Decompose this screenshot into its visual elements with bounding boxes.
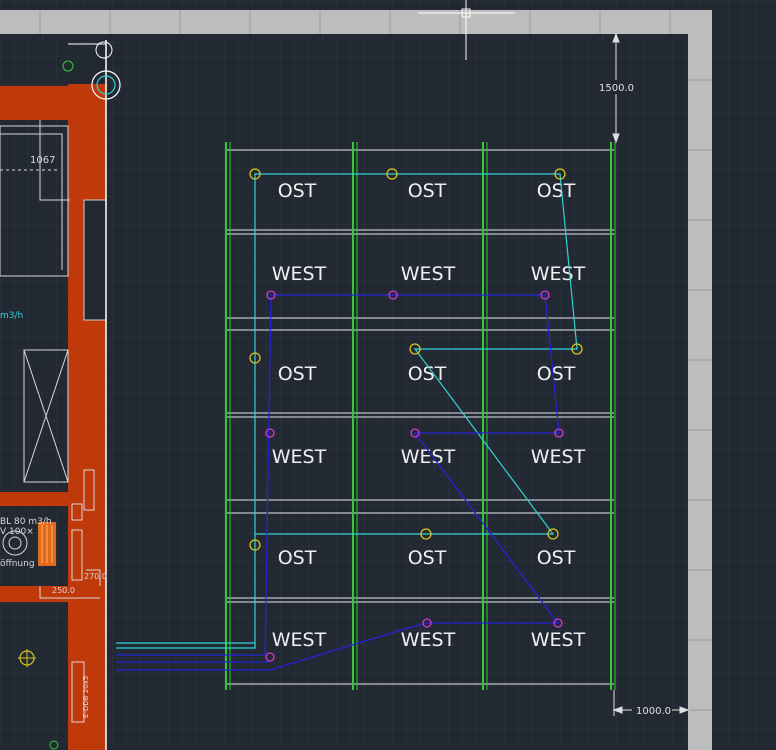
left-annotations: 1067 m3/h BL 80 m3/h V 100× öffnung 250.… (0, 155, 107, 718)
panel-label: OST (408, 180, 447, 202)
panel-label: OST (408, 547, 447, 569)
connection-marker-icon (540, 290, 550, 300)
connection-marker-icon (409, 343, 421, 355)
connection-marker-icon (554, 428, 564, 438)
panel-label: WEST (531, 446, 586, 468)
panel-label: OST (408, 363, 447, 385)
magenta-connection-markers (265, 290, 564, 662)
blue-pipe-loop[interactable] (116, 294, 560, 671)
left-fittings (2, 41, 121, 750)
panel-grid (226, 149, 614, 685)
panel-label: WEST (401, 446, 456, 468)
connection-marker-icon (410, 428, 420, 438)
panel-label: OST (278, 547, 317, 569)
connection-marker-icon (265, 652, 275, 662)
outer-wall (0, 10, 712, 750)
right-clearance-dimension: 1000.0 (636, 706, 671, 717)
connection-marker-icon (249, 539, 261, 551)
panel-labels: OST OST OST WEST WEST WEST OST OST OST W… (272, 180, 586, 651)
connection-marker-icon (386, 168, 398, 180)
panel-label: WEST (531, 629, 586, 651)
top-clearance-dimension: 1500.0 (599, 83, 634, 94)
panel-label: WEST (272, 263, 327, 285)
panel-label: WEST (401, 629, 456, 651)
panel-label: WEST (272, 629, 327, 651)
connection-marker-icon (553, 618, 563, 628)
panel-field: OST OST OST WEST WEST WEST OST OST OST W… (116, 142, 616, 690)
connection-marker-icon (388, 290, 398, 300)
connection-marker-icon (420, 528, 432, 540)
connection-marker-icon (249, 352, 261, 364)
unit-label-line1: BL 80 m3/h (0, 517, 52, 527)
cyan-pipe-loop[interactable] (116, 173, 578, 649)
crosshair-cursor-icon (418, 0, 515, 60)
connection-marker-icon (554, 168, 566, 180)
wall-tag-label: E-DDB 20x5 (82, 676, 90, 718)
panel-label: OST (537, 547, 576, 569)
air-flow-label: m3/h (0, 311, 23, 321)
room-width-dimension: 1067 (30, 155, 55, 166)
left-room-interior (0, 120, 101, 723)
panel-label: WEST (272, 446, 327, 468)
unit-label-line3: öffnung (0, 559, 35, 569)
connection-marker-icon (571, 343, 583, 355)
dimension-270: 270.0 (84, 572, 107, 581)
connection-marker-icon (249, 168, 261, 180)
left-room-walls (0, 40, 107, 750)
panel-label: WEST (531, 263, 586, 285)
connection-marker-icon (265, 428, 275, 438)
unit-label-line2: V 100× (0, 527, 34, 537)
panel-label: OST (537, 363, 576, 385)
panel-label: OST (278, 180, 317, 202)
yellow-connection-markers (249, 168, 583, 551)
panel-label: OST (278, 363, 317, 385)
connection-marker-icon (422, 618, 432, 628)
panel-label: WEST (401, 263, 456, 285)
connection-marker-icon (547, 528, 559, 540)
dimension-250: 250.0 (52, 586, 75, 595)
panel-label: OST (537, 180, 576, 202)
mounting-rails (225, 142, 616, 690)
connection-marker-icon (266, 290, 276, 300)
